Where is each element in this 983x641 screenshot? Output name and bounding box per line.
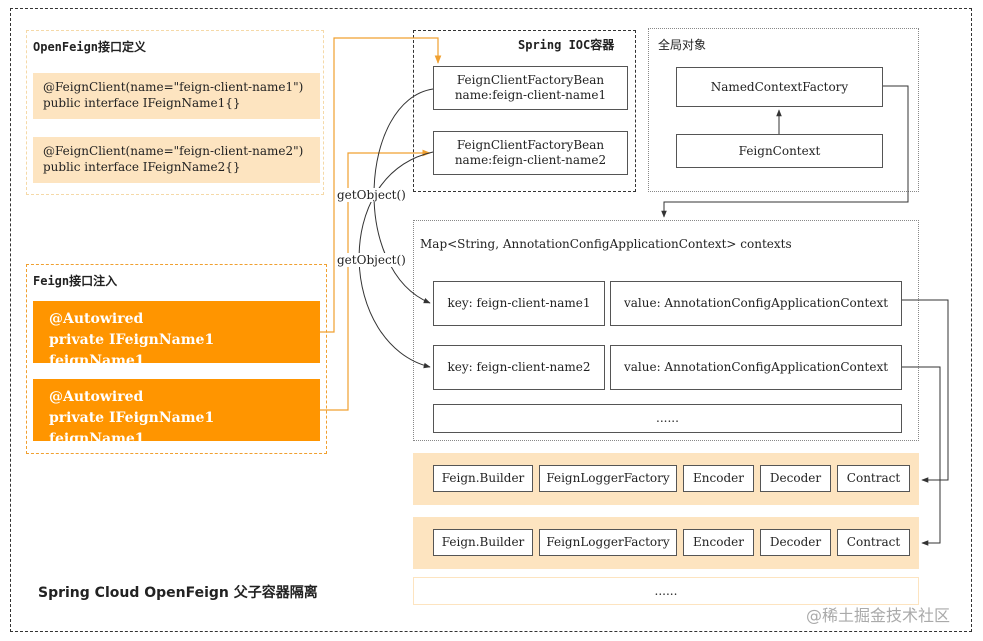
injection-item-2: @Autowired private IFeignName1 feignName… xyxy=(33,379,320,447)
ioc-bean-2: FeignClientFactoryBean name:feign-client… xyxy=(433,131,628,175)
diagram-caption: Spring Cloud OpenFeign 父子容器隔离 xyxy=(38,585,318,601)
injection-2-field: private IFeignName1 feignName1 xyxy=(49,410,215,447)
definition-2-interface: public interface IFeignName2{} xyxy=(43,160,241,174)
band-2-encoder: Encoder xyxy=(683,529,754,556)
band-2-feign-logger-factory: FeignLoggerFactory xyxy=(539,529,677,556)
ioc-bean-2-name: name:feign-client-name2 xyxy=(454,153,607,167)
get-object-label-1: getObject() xyxy=(337,188,406,202)
ioc-bean-2-type: FeignClientFactoryBean xyxy=(456,138,605,152)
inject-2-to-bean-2-arrow xyxy=(320,149,431,411)
band-1-feign-logger-factory: FeignLoggerFactory xyxy=(539,465,677,492)
injection-item-1: @Autowired private IFeignName1 feignName… xyxy=(33,301,320,369)
injection-group xyxy=(26,264,327,454)
band-2-contract: Contract xyxy=(837,529,910,556)
definitions-group xyxy=(26,30,324,195)
global-objects-title: 全局对象 xyxy=(658,38,707,52)
band-1-encoder: Encoder xyxy=(683,465,754,492)
ioc-title: Spring IOC容器 xyxy=(518,38,615,52)
factory-to-contexts-arrow xyxy=(661,85,909,218)
definition-1-annotation: @FeignClient(name="feign-client-name1") xyxy=(43,80,304,94)
definitions-title: OpenFeign接口定义 xyxy=(33,40,147,54)
contexts-title: Map<String, AnnotationConfigApplicationC… xyxy=(420,237,792,251)
ioc-container xyxy=(413,30,636,192)
ioc-bean-1: FeignClientFactoryBean name:feign-client… xyxy=(433,66,628,110)
get-object-label-2: getObject() xyxy=(337,253,406,267)
watermark: @稀土掘金技术社区 xyxy=(806,606,951,625)
component-band-more: ...... xyxy=(413,577,919,605)
context-more: ...... xyxy=(433,404,902,433)
band-2-decoder: Decoder xyxy=(760,529,831,556)
inject-1-to-bean-1-arrow xyxy=(320,37,442,333)
definition-2-annotation: @FeignClient(name="feign-client-name2") xyxy=(43,144,304,158)
ioc-bean-1-type: FeignClientFactoryBean xyxy=(456,73,605,87)
band-1-feign-builder: Feign.Builder xyxy=(433,465,533,492)
context-key-1: key: feign-client-name1 xyxy=(433,281,605,326)
band-1-decoder: Decoder xyxy=(760,465,831,492)
injection-1-field: private IFeignName1 feignName1 xyxy=(49,332,215,369)
definition-item-1: @FeignClient(name="feign-client-name1") … xyxy=(33,73,320,119)
feign-context: FeignContext xyxy=(676,134,883,168)
band-2-feign-builder: Feign.Builder xyxy=(433,529,533,556)
ioc-bean-1-name: name:feign-client-name1 xyxy=(454,88,607,102)
context-key-2: key: feign-client-name2 xyxy=(433,345,605,390)
contexts-map xyxy=(413,220,919,441)
bean-1-getobject-curve xyxy=(373,88,434,304)
context-1-to-band-1-arrow xyxy=(902,299,949,483)
injection-1-annotation: @Autowired xyxy=(49,311,144,327)
global-objects-group xyxy=(648,28,919,192)
definition-item-2: @FeignClient(name="feign-client-name2") … xyxy=(33,137,320,183)
injection-title: Feign接口注入 xyxy=(33,274,118,288)
context-value-1: value: AnnotationConfigApplicationContex… xyxy=(610,281,902,326)
component-more-text: ...... xyxy=(654,584,678,598)
named-context-factory: NamedContextFactory xyxy=(676,67,883,107)
diagram-frame xyxy=(10,8,972,632)
band-1-contract: Contract xyxy=(837,465,910,492)
definition-1-interface: public interface IFeignName1{} xyxy=(43,96,241,110)
context-value-2: value: AnnotationConfigApplicationContex… xyxy=(610,345,902,390)
injection-2-annotation: @Autowired xyxy=(49,389,144,405)
context-2-to-band-2-arrow xyxy=(902,366,941,546)
